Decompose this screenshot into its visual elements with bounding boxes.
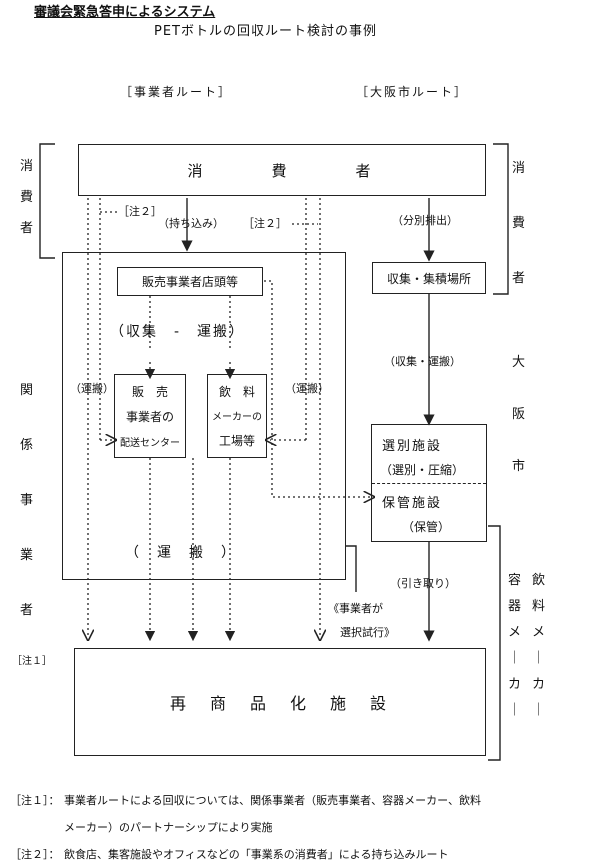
business-area-box	[62, 252, 346, 580]
note1-label: ［注１］：	[10, 794, 60, 807]
separate-discharge-label: （分別排出）	[392, 214, 458, 227]
store-box: 販売事業者店頭等	[117, 267, 263, 296]
business-trial-label-1: 《事業者が	[328, 602, 383, 615]
collection-site-label: 収集・集積場所	[386, 271, 471, 286]
sales-center-line-2: 事業者の	[125, 410, 174, 425]
sorting-facility-label: 選別施設	[382, 439, 443, 454]
factory-line-1: 飲 料	[218, 385, 255, 400]
sorting-detail-label: （選別・圧縮）	[380, 463, 465, 477]
transport-bottom-label: （ 運 搬 ）	[125, 545, 237, 561]
system-subtitle: 審議会緊急答申によるシステム	[34, 5, 216, 20]
recycle-facility-box: 再 商 品 化 施 設	[74, 648, 486, 756]
business-trial-label-2: 選択試行》	[340, 626, 395, 639]
consumer-label: 消 費 者	[187, 161, 377, 180]
collect-transport-osaka-label: （収集・運搬）	[384, 355, 461, 368]
left-consumer-side: 消 費 者	[20, 159, 34, 236]
note2-left-label: ［注２］	[118, 205, 162, 218]
store-to-storage-line	[264, 280, 370, 497]
left-consumer-bracket	[39, 143, 55, 259]
transport-left-label: （運搬）	[70, 382, 114, 395]
factory-line-3: 工場等	[218, 433, 255, 448]
note2-right-label: ［注２］	[243, 217, 287, 230]
pickup-label: （引き取り）	[390, 577, 456, 590]
collect-transport-business-label: （収集 - 運搬）	[110, 324, 246, 340]
note2-label: ［注２］：	[10, 848, 60, 861]
box-divider	[372, 483, 486, 484]
container-maker-side: 容 器 メ ｜ カ ｜	[508, 573, 522, 718]
recycle-facility-label: 再 商 品 化 施 設	[169, 694, 390, 713]
collection-site-box: 収集・集積場所	[372, 262, 486, 294]
bottom-right-bracket-line	[345, 545, 357, 592]
bring-in-label: （持ち込み）	[158, 217, 224, 230]
note2-line1: 飲食店、集客施設やオフィスなどの「事業系の消費者」による持ち込みルート	[64, 848, 449, 861]
business-route-heading: ［事業者ルート］	[120, 85, 233, 99]
sales-center-line-1: 販 売	[131, 385, 168, 400]
sales-center-box: 販 売 事業者の 配送センター	[114, 374, 186, 458]
beverage-factory-box: 飲 料 メーカーの 工場等	[207, 374, 267, 458]
storage-detail-label: （保管）	[402, 520, 451, 534]
note1-line2: メーカー）のパートナーシップにより実施	[64, 821, 273, 834]
right-consumer-side: 消 費 者	[512, 161, 526, 286]
sorting-storage-box: 選別施設 （選別・圧縮） 保管施設 （保管）	[371, 424, 487, 542]
beverage-maker-side: 飲 料 メ ｜ カ ｜	[532, 573, 546, 718]
right-maker-bracket	[488, 525, 501, 761]
osaka-route-heading: ［大阪市ルート］	[356, 85, 469, 99]
note1-line1: 事業者ルートによる回収については、関係事業者（販売事業者、容器メーカー、飲料	[64, 794, 482, 807]
right-consumer-bracket	[493, 143, 509, 295]
note1-mark: ［注１］	[12, 656, 52, 667]
storage-facility-label: 保管施設	[382, 496, 443, 511]
sales-center-line-3: 配送センター	[120, 437, 180, 449]
transport-right-label: （運搬）	[285, 382, 329, 395]
left-business-side: 関 係 事 業 者	[20, 383, 34, 618]
diagram-title: PETボトルの回収ルート検討の事例	[154, 24, 377, 39]
store-label: 販売事業者店頭等	[141, 275, 238, 289]
right-osaka-side: 大 阪 市	[512, 355, 526, 474]
consumer-box: 消 費 者	[78, 144, 486, 196]
factory-line-2: メーカーの	[212, 412, 262, 424]
